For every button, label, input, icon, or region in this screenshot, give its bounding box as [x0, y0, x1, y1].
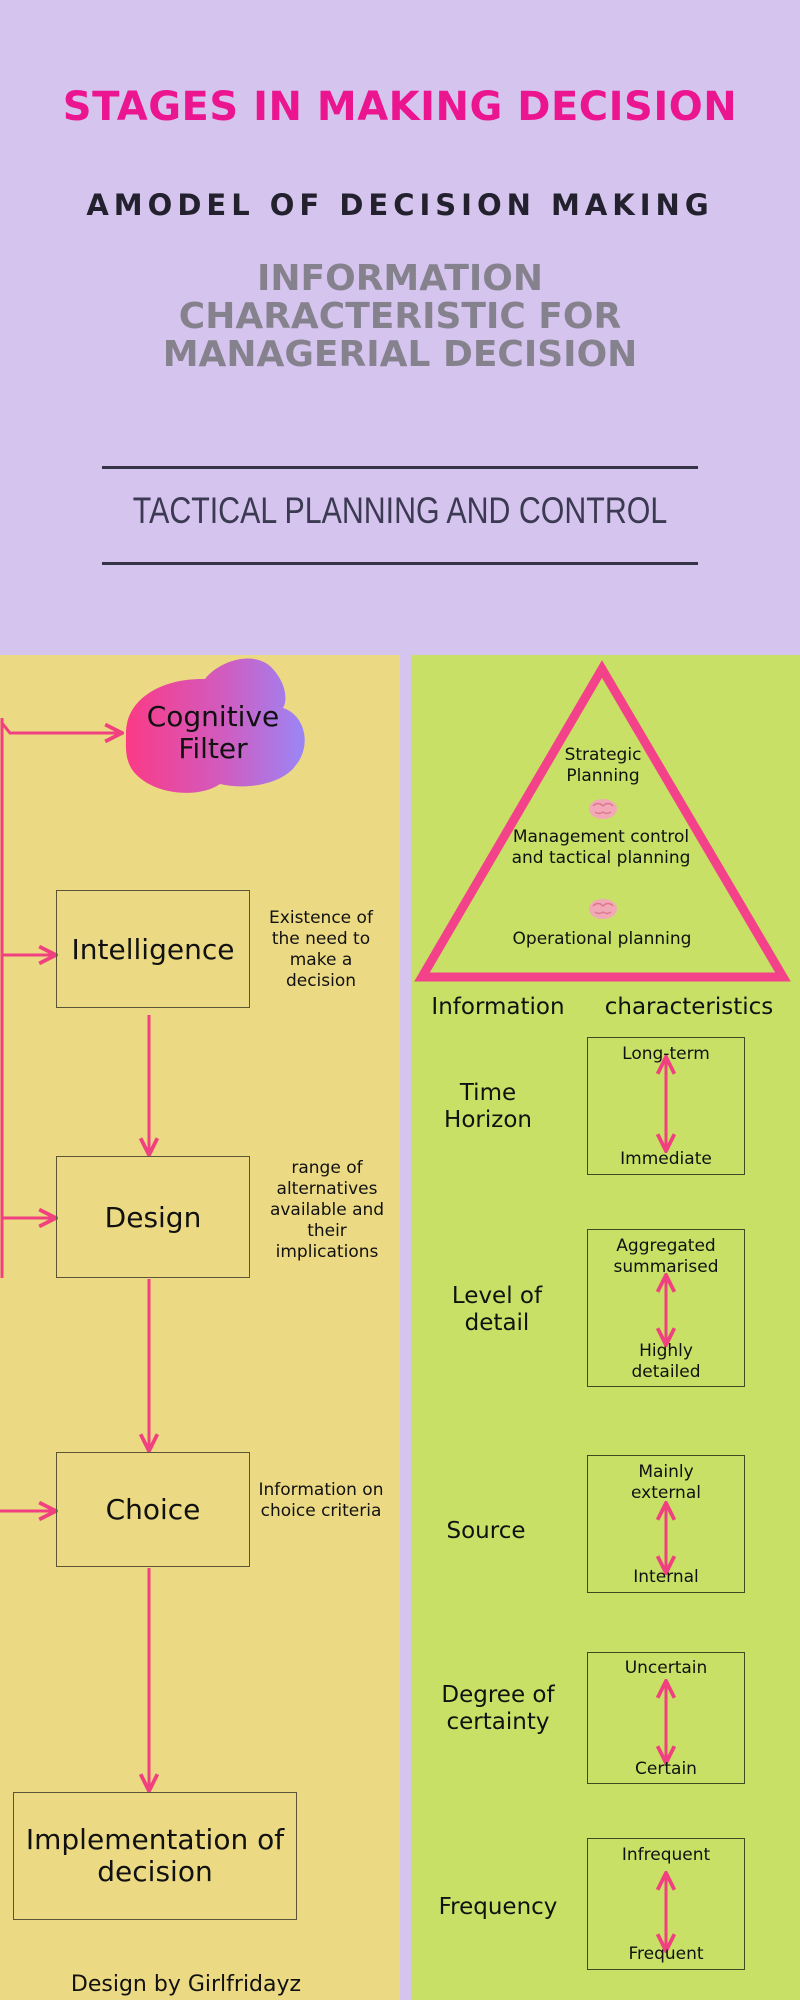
row-box-frequency: Infrequent Frequent: [587, 1838, 745, 1970]
stage-choice: Choice: [56, 1452, 250, 1567]
header-section: [0, 0, 800, 655]
cognitive-filter-shape: [125, 658, 305, 793]
planning-pyramid: [414, 660, 791, 982]
row-box-source: Mainly external Internal: [587, 1455, 745, 1593]
decision-stages-panel: [0, 655, 400, 2000]
page-title: STAGES IN MAKING DECISION: [62, 84, 738, 130]
row-top-frequency: Infrequent: [621, 1845, 711, 1865]
design-credit: Design by Girlfridayz: [70, 1972, 302, 1997]
stage-choice-label: Choice: [105, 1493, 201, 1526]
divider-bottom: [102, 562, 698, 565]
row-bottom-time-horizon: Immediate: [620, 1149, 712, 1169]
characteristics-graphics: [414, 660, 791, 2000]
note-design: range of alternatives available and thei…: [269, 1158, 385, 1262]
note-intelligence: Existence of the need to make a decision: [269, 908, 373, 991]
row-label-frequency: Frequency: [438, 1894, 558, 1920]
row-top-degree-of-certainty: Uncertain: [624, 1658, 708, 1678]
row-box-level-of-detail: Aggregated summarised Highly detailed: [587, 1229, 745, 1387]
page-subtitle: AMODEL OF DECISION MAKING: [86, 188, 714, 222]
row-label-degree-of-certainty: Degree of certainty: [441, 1682, 555, 1735]
row-top-level-of-detail: Aggregated summarised: [613, 1236, 719, 1277]
row-label-time-horizon: Time Horizon: [444, 1080, 532, 1133]
row-top-source: Mainly external: [631, 1462, 701, 1503]
row-bottom-degree-of-certainty: Certain: [635, 1759, 697, 1779]
pyramid-operational-planning: Operational planning: [512, 929, 692, 949]
note-choice: Information on choice criteria: [258, 1480, 384, 1521]
stages-flow-arrows: [0, 658, 305, 2000]
stage-implementation-label: Implementation of decision: [25, 1823, 285, 1888]
section-heading: TACTICAL PLANNING AND CONTROL: [132, 490, 668, 531]
row-bottom-frequency: Frequent: [628, 1944, 704, 1964]
divider-top: [102, 466, 698, 469]
info-title: INFORMATION CHARACTERISTIC FOR MANAGERIA…: [162, 258, 638, 375]
pyramid-strategic-planning: Strategic Planning: [564, 745, 642, 786]
characteristics-heading-right: characteristics: [604, 994, 774, 1020]
row-bottom-level-of-detail: Highly detailed: [631, 1341, 701, 1382]
pyramid-management-control: Management control and tactical planning: [511, 827, 691, 868]
row-box-degree-of-certainty: Uncertain Certain: [587, 1652, 745, 1784]
stage-implementation: Implementation of decision: [13, 1792, 297, 1920]
brain-icon: [589, 799, 617, 819]
stage-design-label: Design: [104, 1200, 202, 1234]
row-bottom-source: Internal: [633, 1567, 699, 1587]
stage-design: Design: [56, 1156, 250, 1278]
row-label-level-of-detail: Level of detail: [451, 1283, 543, 1336]
stage-intelligence: Intelligence: [56, 890, 250, 1008]
row-label-source: Source: [446, 1518, 526, 1544]
row-top-time-horizon: Long-term: [622, 1044, 710, 1064]
arrow-to-cognitive-filter: [0, 722, 122, 733]
brain-icon: [589, 899, 617, 919]
row-box-time-horizon: Long-term Immediate: [587, 1037, 745, 1175]
cognitive-filter-label: Cognitive Filter: [146, 700, 280, 765]
stage-intelligence-label: Intelligence: [71, 932, 235, 966]
characteristics-heading-left: Information: [431, 994, 565, 1020]
